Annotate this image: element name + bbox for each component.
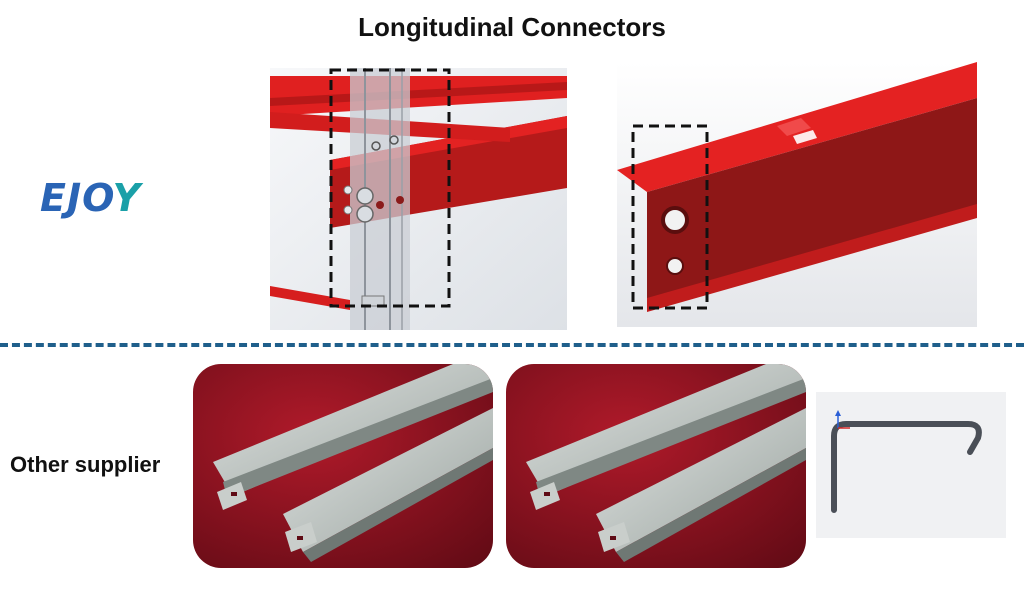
cad-render-front-graphic <box>270 68 567 330</box>
section-divider <box>0 343 1024 347</box>
supplier-photo-1-graphic <box>193 364 493 568</box>
logo-text-main: EJO <box>40 176 113 220</box>
cad-connector-render-front <box>270 68 567 330</box>
other-supplier-label: Other supplier <box>10 452 161 477</box>
page-title: Longitudinal Connectors <box>358 12 666 42</box>
supplier-profile-photo-2 <box>506 364 806 568</box>
supplier-photo-2-graphic <box>506 364 806 568</box>
logo-text-end: Y <box>112 176 142 220</box>
cad-beam-end-render <box>617 62 977 327</box>
profile-cross-section <box>816 392 1006 538</box>
cad-render-beam-graphic <box>617 62 977 327</box>
ejoy-logo: EJOY <box>40 176 141 220</box>
supplier-profile-photo-1 <box>193 364 493 568</box>
cross-section-graphic <box>816 392 1006 538</box>
